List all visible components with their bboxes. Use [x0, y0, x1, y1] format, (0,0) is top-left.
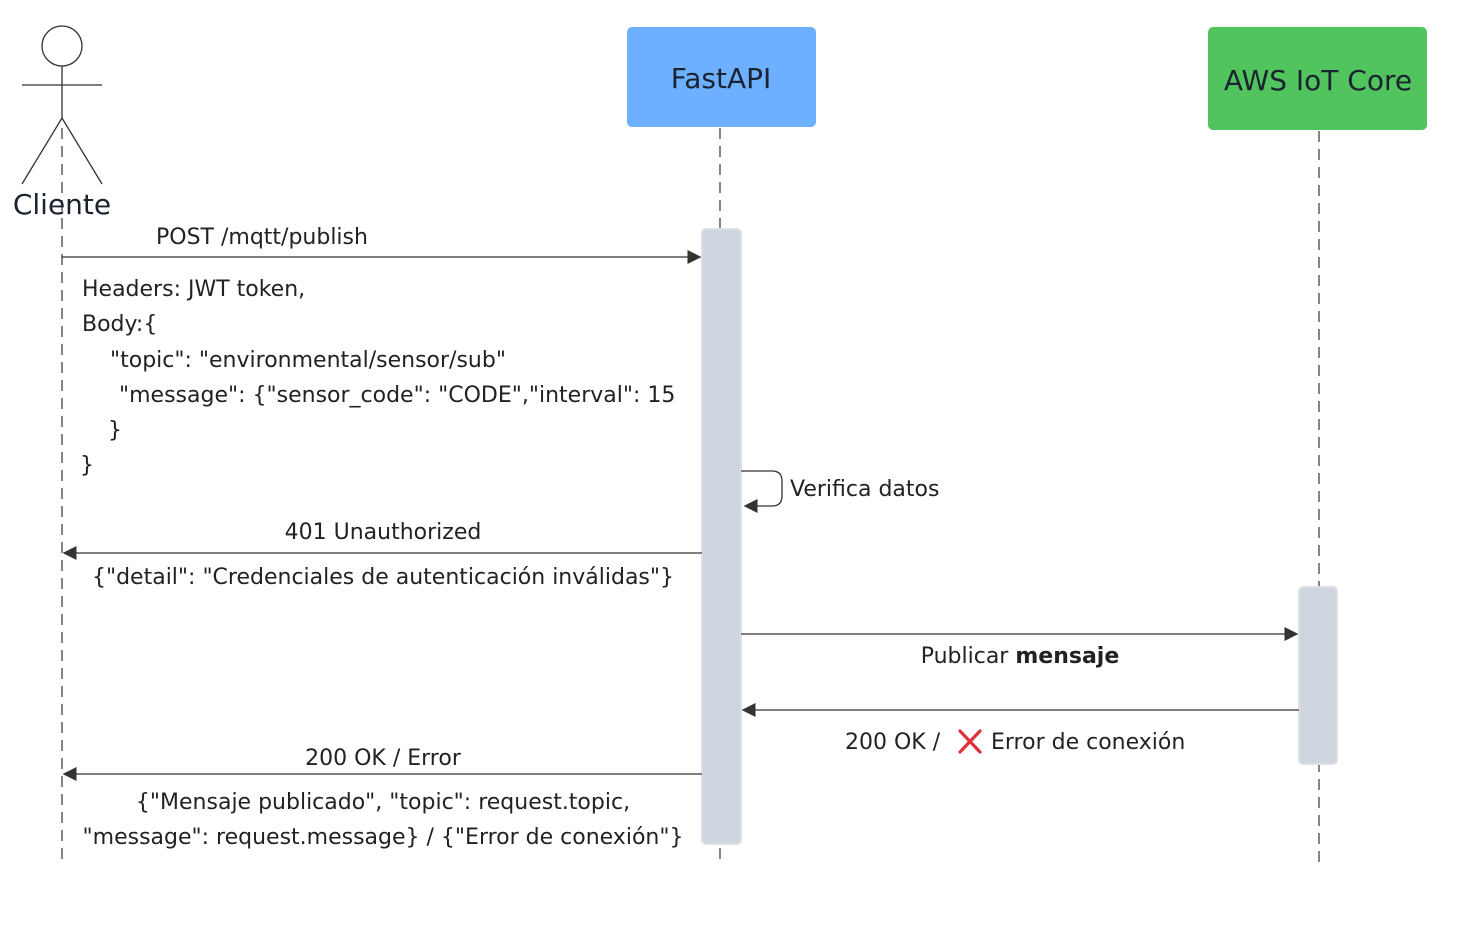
verify-self-arrow — [741, 470, 783, 513]
request-body-line: Headers: JWT token, — [82, 277, 305, 302]
request-body-line: Body:{ — [82, 312, 157, 337]
aws-label: AWS IoT Core — [1224, 64, 1412, 97]
aws-activation-bar — [1298, 586, 1338, 765]
fastapi-activation-bar — [701, 228, 742, 845]
verify-label: Verifica datos — [790, 477, 939, 502]
final-response-title: 200 OK / Error — [305, 746, 462, 771]
request-body-line: } — [80, 453, 94, 478]
client-actor-icon — [21, 25, 103, 185]
request-body-line: "message": {"sensor_code": "CODE","inter… — [119, 383, 675, 408]
cross-mark-icon — [958, 729, 982, 754]
publish-label: Publicar mensaje — [921, 644, 1120, 669]
aws-response-suffix: Error de conexión — [991, 730, 1185, 755]
publish-label-bold: mensaje — [1015, 644, 1119, 669]
aws-response-prefix: 200 OK / — [845, 730, 947, 755]
request-body-line: "topic": "environmental/sensor/sub" — [110, 348, 506, 373]
unauthorized-detail: {"detail": "Credenciales de autenticació… — [92, 565, 674, 590]
final-response-body-line: {"Mensaje publicado", "topic": request.t… — [136, 790, 630, 815]
fastapi-label: FastAPI — [671, 62, 772, 95]
publish-label-prefix: Publicar — [921, 644, 1010, 669]
unauthorized-title: 401 Unauthorized — [285, 520, 482, 545]
request-title: POST /mqtt/publish — [156, 225, 368, 250]
aws-participant-box — [1208, 27, 1427, 130]
request-body-line: } — [108, 418, 122, 443]
client-label: Cliente — [13, 188, 111, 221]
fastapi-participant-box — [627, 27, 816, 127]
final-response-body-line: "message": request.message} / {"Error de… — [83, 825, 684, 850]
